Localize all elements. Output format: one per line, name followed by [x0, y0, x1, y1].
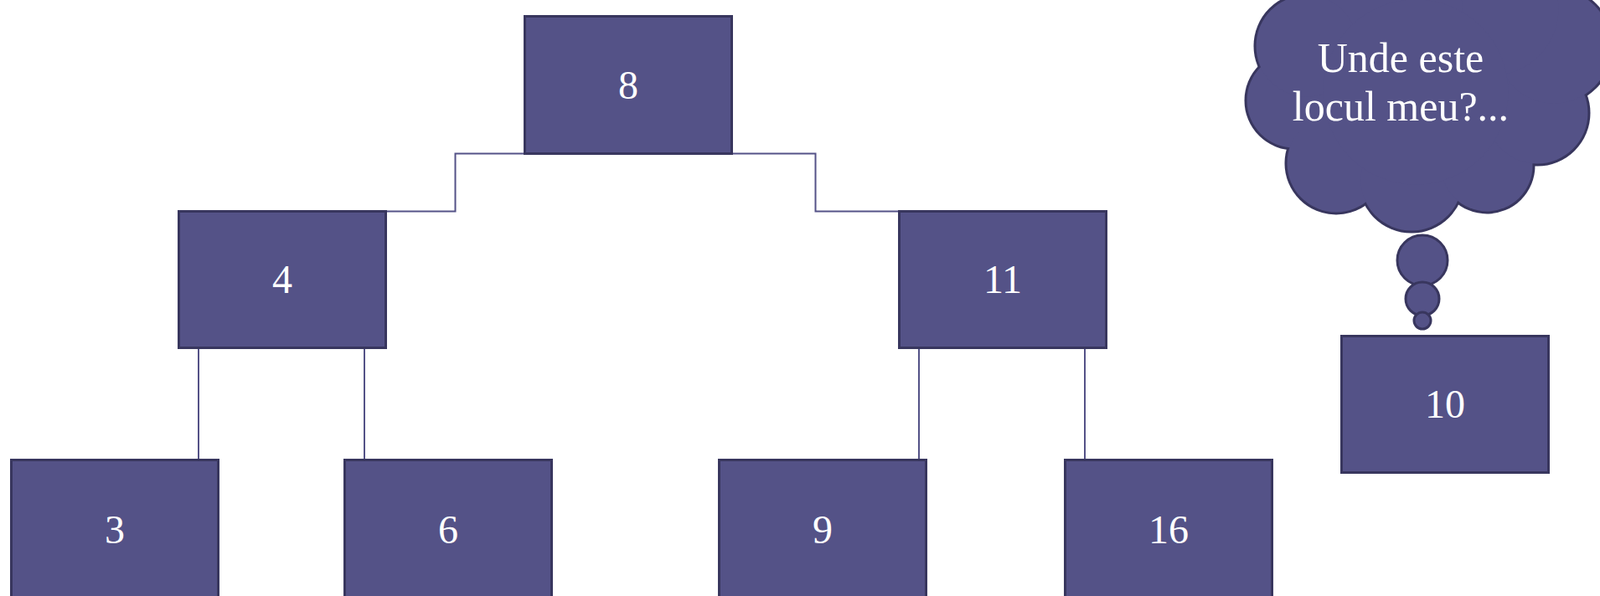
- thought-bubble: [1414, 312, 1431, 330]
- thought-bubble: [1397, 235, 1448, 286]
- new-node: 10: [1340, 335, 1550, 475]
- tree-node: 8: [523, 15, 733, 155]
- node-value: 8: [618, 61, 639, 109]
- node-value: 10: [1424, 381, 1466, 429]
- node-value: 6: [438, 506, 459, 554]
- tree-link: [1083, 349, 1086, 460]
- node-value: 16: [1148, 506, 1189, 554]
- thought-text: Unde este locul meu?...: [1287, 33, 1514, 131]
- tree-leaf: 16: [1063, 459, 1274, 596]
- tree-leaf: 6: [343, 459, 553, 596]
- tree-link: [387, 154, 524, 212]
- node-value: 11: [983, 256, 1022, 304]
- tree-link: [732, 154, 899, 212]
- node-value: 9: [812, 506, 833, 554]
- tree-link: [918, 349, 920, 460]
- node-value: 3: [104, 506, 125, 554]
- tree-node: 11: [898, 210, 1108, 350]
- thought-cloud: Unde este locul meu?...: [1214, 0, 1600, 243]
- tree-leaf: 3: [10, 459, 220, 596]
- tree-leaf: 9: [717, 459, 928, 596]
- tree-link: [197, 349, 200, 460]
- node-value: 4: [272, 256, 293, 304]
- tree-link: [363, 349, 366, 460]
- thought-bubble: [1405, 282, 1440, 316]
- tree-node: 4: [177, 210, 388, 350]
